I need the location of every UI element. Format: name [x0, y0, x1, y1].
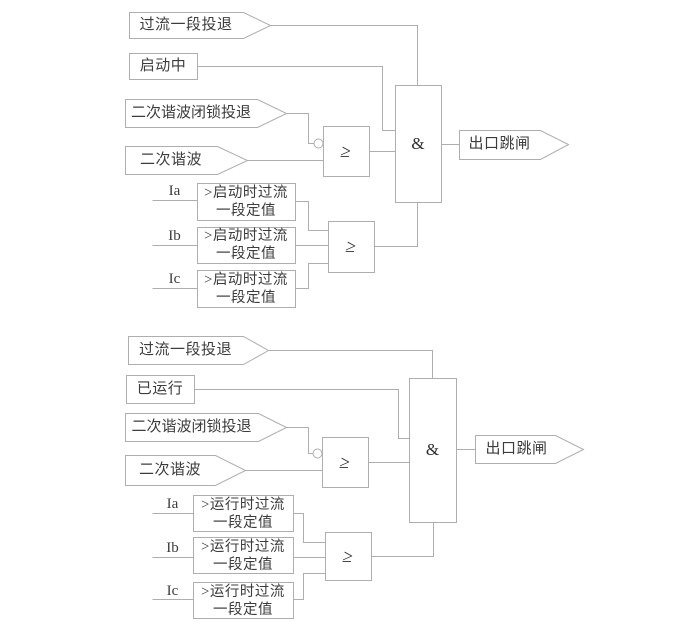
setting-line1: >启动时过流 [204, 228, 288, 244]
setting-line2: 一段定值 [216, 290, 276, 306]
phase-label-ic: Ic [166, 583, 179, 599]
wire [197, 66, 396, 131]
phase-label-ib: Ib [168, 228, 181, 244]
wire [374, 202, 418, 247]
signal-flag-harmonic-block-enable [125, 413, 288, 442]
signal-flag-harmonic [125, 146, 249, 175]
label-output-trip: 出口跳闸 [468, 136, 531, 152]
label-overcurrent-enable: 过流一段投退 [138, 342, 232, 358]
diagram-top-shapes [125, 12, 570, 308]
label-overcurrent-enable: 过流一段投退 [139, 17, 233, 33]
setting-text-ic: >启动时过流 一段定值 [197, 271, 295, 307]
setting-text-ia: >启动时过流 一段定值 [197, 184, 295, 220]
signal-flag-harmonic [125, 455, 247, 486]
setting-line1: >启动时过流 [204, 272, 288, 288]
label-running: 已运行 [136, 381, 184, 397]
phase-label-ib: Ib [166, 540, 179, 556]
wire [268, 350, 433, 379]
invert-bubble [312, 448, 323, 459]
phase-label-ia: Ia [166, 496, 179, 512]
wire [286, 427, 313, 454]
and-gate-symbol: & [425, 440, 440, 459]
setting-text-ia: >运行时过流 一段定值 [193, 496, 293, 532]
wire [293, 513, 326, 543]
setting-line2: 一段定值 [216, 203, 276, 219]
output-flag-trip [475, 435, 585, 464]
setting-line1: >运行时过流 [201, 539, 285, 555]
setting-line2: 一段定值 [213, 515, 273, 531]
and-gate-symbol: & [411, 134, 425, 153]
label-output-trip: 出口跳闸 [485, 441, 548, 457]
wire [295, 263, 329, 289]
wire [194, 389, 410, 439]
label-starting: 启动中 [139, 58, 187, 74]
invert-bubble [313, 138, 324, 149]
setting-line1: >启动时过流 [204, 185, 288, 201]
signal-flag-harmonic-block-enable [125, 99, 288, 128]
setting-line2: 一段定值 [213, 602, 273, 618]
setting-text-ib: >运行时过流 一段定值 [193, 538, 293, 574]
setting-line1: >运行时过流 [201, 497, 285, 513]
wire [270, 25, 418, 86]
wire [295, 201, 329, 231]
phase-label-ic: Ic [168, 271, 181, 287]
setting-line2: 一段定值 [213, 557, 273, 573]
label-harmonic: 二次谐波 [139, 152, 202, 168]
setting-line2: 一段定值 [216, 246, 276, 262]
phase-label-ia: Ia [168, 183, 181, 199]
setting-box-ib [193, 537, 294, 574]
wire [286, 113, 314, 144]
signal-flag-overcurrent-enable [128, 336, 270, 365]
wire [293, 573, 326, 600]
label-harmonic-block-enable: 二次谐波闭锁投退 [131, 419, 252, 435]
label-harmonic: 二次谐波 [138, 462, 201, 478]
output-flag-trip [459, 130, 570, 160]
wire [371, 522, 434, 557]
label-harmonic-block-enable: 二次谐波闭锁投退 [130, 105, 251, 121]
setting-text-ic: >运行时过流 一段定值 [193, 583, 293, 619]
setting-text-ib: >启动时过流 一段定值 [197, 227, 295, 263]
signal-flag-overcurrent-enable [129, 12, 272, 39]
setting-line1: >运行时过流 [201, 584, 285, 600]
diagram-bottom-shapes [125, 336, 585, 619]
setting-box-ic [193, 582, 294, 619]
